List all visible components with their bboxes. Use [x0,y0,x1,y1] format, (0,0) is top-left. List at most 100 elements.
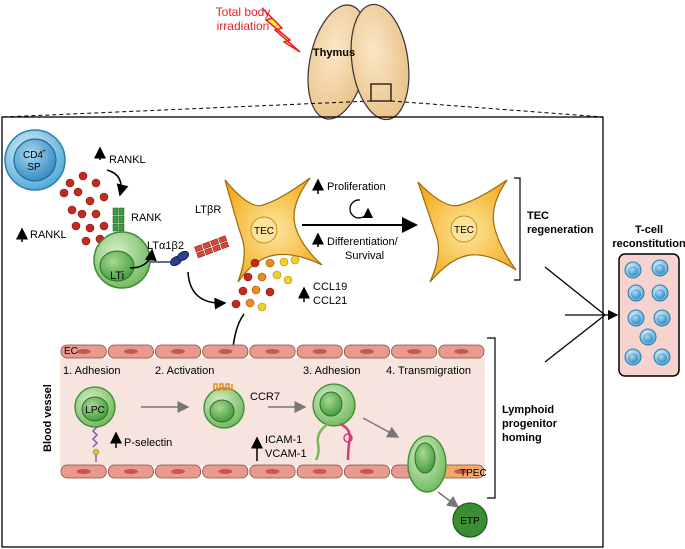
homing-label: Lymphoid progenitor homing [502,404,558,444]
svg-text:Proliferation: Proliferation [327,181,386,193]
endothelial-nucleus [171,349,186,354]
endothelial-nucleus [218,469,233,474]
proliferation-cycle-icon [349,199,374,219]
endothelial-nucleus [359,349,374,354]
proliferation-label: Proliferation [312,178,386,194]
lpc-cell: LPC [74,386,116,428]
svg-text:LTβR: LTβR [195,204,221,216]
endothelial-nucleus [407,349,422,354]
svg-text:CCL19: CCL19 [313,281,347,293]
rankl-molecules [59,171,109,246]
step-2-label: 2. Activation [155,365,214,377]
endothelial-nucleus [218,349,233,354]
endothelial-nucleus [123,469,138,474]
lti-curve-arrow [129,248,157,269]
ccr7-label: CCR7 [250,391,280,403]
svg-text:+: + [42,149,46,155]
svg-text:VCAM-1: VCAM-1 [265,448,307,460]
svg-text:RANKL: RANKL [30,229,67,241]
ccl-label: CCL19 CCL21 [298,281,347,307]
endothelial-nucleus [76,469,91,474]
differentiation-label: Differentiation/ Survival [312,232,399,262]
detail-frame [1,116,604,548]
converge-line-bottom [544,314,606,363]
rankl-top-label: RANKL [94,146,146,166]
zoom-line-left [1,100,372,118]
endothelial-nucleus [312,469,327,474]
rankl-curve-arrow [106,169,129,197]
cd4-sp-cell: CD4 + SP [4,129,66,191]
svg-text:TEC: TEC [254,226,274,237]
svg-text:Differentiation/: Differentiation/ [327,236,399,248]
etp-cell: ETP [452,502,488,538]
endothelial-nucleus [454,469,469,474]
endothelium-top [60,344,485,359]
transmigrating-cell [407,435,447,493]
svg-text:P-selectin: P-selectin [124,437,172,449]
svg-text:CCL21: CCL21 [313,295,347,307]
irradiation-label: Total body irradiation [216,5,271,33]
ccr7-receptor [213,383,233,391]
rank-receptor: RANK [112,207,162,232]
svg-text:regeneration: regeneration [527,224,594,236]
endothelial-nucleus [123,349,138,354]
svg-text:RANKL: RANKL [109,154,146,166]
lta1b2-label: LTα1β2 [147,240,184,252]
svg-text:CD4: CD4 [23,150,43,161]
homing-bracket [487,337,496,499]
ec-label: EC [64,346,78,357]
svg-text:LPC: LPC [85,405,104,416]
p-selectin-molecule [91,426,99,462]
step-4-label: 4. Transmigration [386,365,471,377]
lti-cell: LTi [93,231,151,289]
endothelial-nucleus [312,349,327,354]
svg-text:Lymphoid: Lymphoid [502,404,554,416]
lta1b2-ligand [150,250,190,267]
t-cell-reconstitution-label: T-cell reconstitution [612,224,685,250]
svg-text:reconstitution: reconstitution [612,238,685,250]
step-3-label: 3. Adhesion [303,365,361,377]
converge-line-top [544,266,606,316]
svg-text:homing: homing [502,432,542,444]
integrin-green [314,422,329,461]
svg-text:ETP: ETP [460,516,480,527]
svg-text:SP: SP [27,162,41,173]
adhering-lpc-cell [312,383,356,461]
zoom-line-right [390,100,604,118]
rankl-left-label: RANKL [16,227,67,242]
endothelial-nucleus [265,349,280,354]
endothelial-nucleus [359,469,374,474]
svg-text:TEC: TEC [454,225,474,236]
t-cell-container [618,253,680,377]
blood-vessel-label: Blood vessel [42,384,54,452]
tec-chemokine-curve-arrow [187,271,227,310]
endothelial-nucleus [76,349,91,354]
transmigration-down-arrow [437,491,460,508]
tec-cell-right: TEC [417,179,517,283]
icam-vcam-label: ICAM-1 VCAM-1 [251,434,307,461]
step-1-label: 1. Adhesion [63,365,121,377]
svg-text:TEC: TEC [527,210,549,222]
svg-text:irradiation: irradiation [217,19,270,33]
p-selectin-label: P-selectin [110,431,172,449]
ltbr-receptor: LTβR [194,204,230,259]
integrin-pink [339,422,352,461]
svg-text:Total body: Total body [216,5,271,19]
lightning-bolt-icon [261,7,301,53]
svg-text:Survival: Survival [345,250,384,262]
svg-text:RANK: RANK [131,212,162,224]
activated-lpc-cell [203,383,245,429]
t-cell-icons [624,259,671,366]
endothelial-nucleus [454,349,469,354]
endothelial-nucleus [265,469,280,474]
svg-text:progenitor: progenitor [502,418,558,430]
thymus: Thymus [307,3,410,121]
svg-text:T-cell: T-cell [635,224,663,236]
svg-text:Thymus: Thymus [313,47,355,59]
endothelium-bottom [60,464,485,479]
endothelial-nucleus [171,469,186,474]
tec-cell-left: TEC [224,177,323,283]
tec-regeneration-bracket [514,177,521,281]
zoom-box [370,83,392,102]
svg-text:ICAM-1: ICAM-1 [265,434,302,446]
